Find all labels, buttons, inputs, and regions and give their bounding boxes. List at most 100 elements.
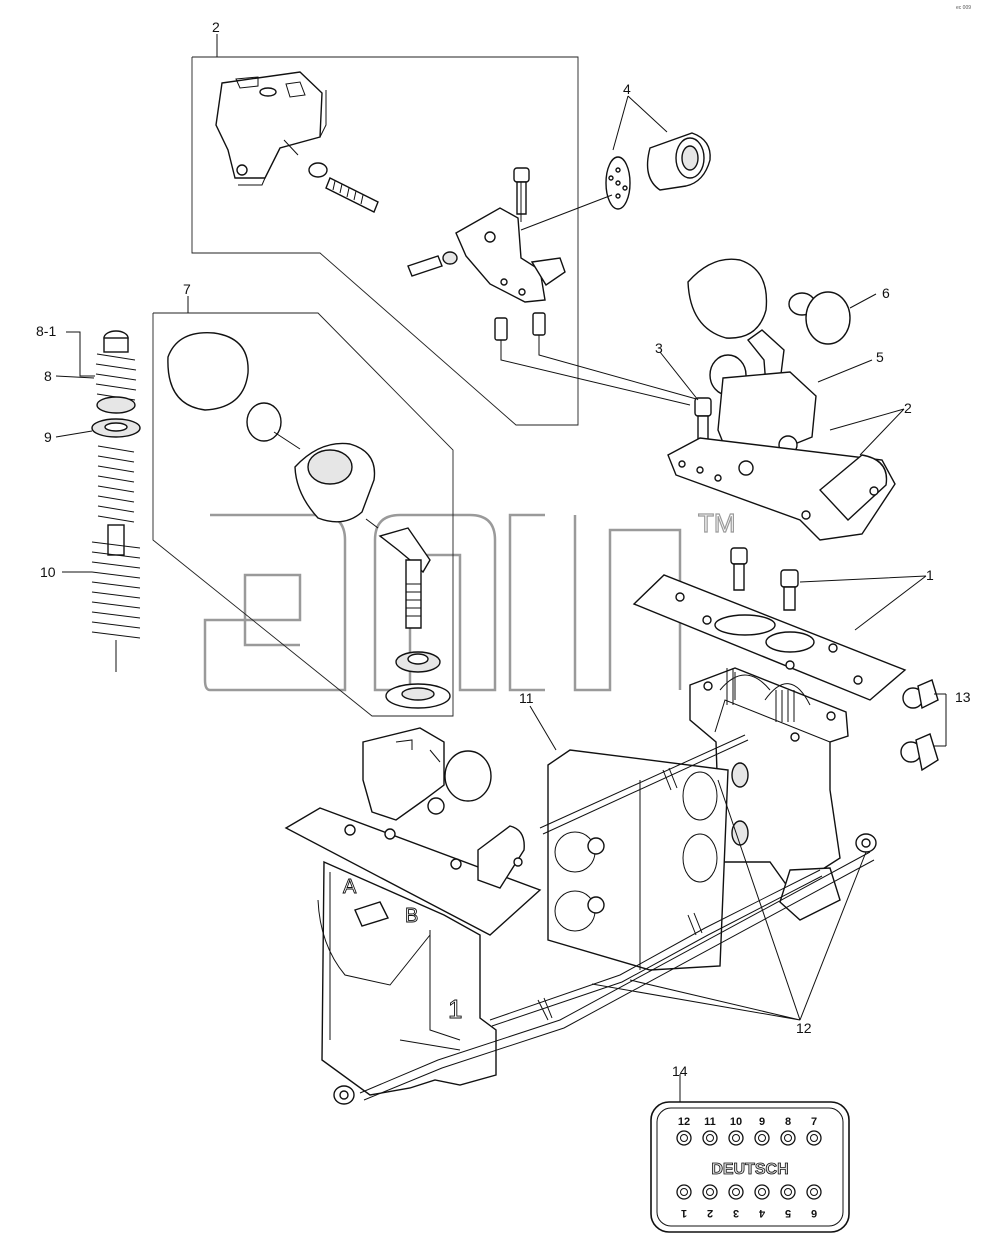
callout-1: 1	[926, 567, 934, 583]
plate-part-11	[547, 749, 729, 971]
callout-2-top: 2	[212, 19, 220, 35]
callout-10: 10	[40, 564, 56, 580]
assembly-guides	[500, 182, 701, 406]
pin-bottom-socket-2	[702, 1184, 718, 1200]
callout-8-1: 8-1	[36, 323, 56, 339]
pin-bottom-socket-core-4	[758, 1188, 766, 1196]
callout-11: 11	[519, 690, 534, 706]
pin-bottom-socket-core-3	[732, 1188, 740, 1196]
pin-top-label-9: 9	[759, 1116, 765, 1128]
leader-lines	[55, 34, 947, 1102]
pin-bottom-socket-5	[780, 1184, 796, 1200]
valve-markings: A B 1	[343, 876, 463, 1025]
pins-pair	[494, 312, 546, 341]
pin-top-socket-core-11	[706, 1134, 714, 1142]
plug-part-13	[900, 679, 939, 772]
pin-top-socket-core-12	[680, 1134, 688, 1142]
cap-part-7	[167, 332, 249, 411]
pin-top-socket-8	[780, 1130, 796, 1146]
callout-5: 5	[876, 349, 884, 365]
connector-brand-label: DEUTSCH	[711, 1161, 788, 1178]
pin-bottom-label-1: 1	[681, 1207, 687, 1219]
base-plate-left	[284, 807, 542, 936]
callout-9: 9	[44, 429, 52, 445]
pin-top-label-11: 11	[704, 1116, 716, 1128]
pin-top-label-8: 8	[785, 1116, 791, 1128]
screw-part-1b	[780, 569, 799, 611]
o-rings	[554, 771, 718, 932]
washer-7	[385, 683, 451, 709]
watermark-logo: TM	[203, 507, 736, 692]
valve-housing-left	[362, 727, 492, 821]
callout-2-right: 2	[904, 400, 912, 416]
pin-bottom-socket-core-6	[810, 1188, 818, 1196]
callout-7: 7	[183, 281, 191, 297]
spring-assembly-8-10	[91, 330, 141, 672]
callout-3: 3	[655, 340, 663, 356]
housing-part-5	[709, 354, 817, 461]
corner-code: ec 009	[956, 5, 971, 11]
section-number-mark: 1	[448, 994, 462, 1024]
pin-bottom-socket-core-5	[784, 1188, 792, 1196]
tie-rods	[359, 734, 875, 1101]
connector-top-pins: 12 11 10 9 8 7	[676, 1116, 822, 1146]
pin-top-socket-core-7	[810, 1134, 818, 1142]
pin-top-socket-10	[728, 1130, 744, 1146]
pin-bottom-label-3: 3	[733, 1207, 739, 1219]
housing-bracket-top	[215, 71, 327, 186]
pin-bottom-label-6: 6	[811, 1207, 817, 1219]
axis-line	[520, 194, 613, 231]
nut-left	[333, 1085, 355, 1105]
pin-bottom-socket-core-1	[680, 1188, 688, 1196]
group-outline-2	[191, 56, 579, 426]
callout-12: 12	[796, 1020, 812, 1036]
pin-bottom-socket-4	[754, 1184, 770, 1200]
knob-body-7	[294, 442, 376, 523]
pin-top-socket-core-8	[784, 1134, 792, 1142]
pin-bottom-socket-3	[728, 1184, 744, 1200]
pin-top-socket-7	[806, 1130, 822, 1146]
connector-bottom-pins: 1 2 3 4 5 6	[676, 1184, 822, 1219]
lever-shaft-7	[365, 518, 431, 629]
top-plate-part-1	[632, 574, 907, 701]
screw-part-1a	[730, 547, 748, 591]
pin-top-label-12: 12	[678, 1116, 690, 1128]
callout-8: 8	[44, 368, 52, 384]
valve-body-left	[317, 860, 497, 1096]
valve-body-right	[689, 667, 849, 921]
callout-6: 6	[882, 285, 890, 301]
joystick-knob-right	[687, 258, 785, 387]
callout-13: 13	[955, 689, 971, 705]
base-plate-right	[667, 437, 896, 541]
collar-part-4	[646, 132, 711, 191]
pin-top-socket-9	[754, 1130, 770, 1146]
bolt-horizontal	[407, 251, 458, 277]
lever-knob-small	[246, 402, 301, 450]
callout-14: 14	[672, 1063, 688, 1079]
pin-top-label-7: 7	[811, 1116, 817, 1128]
leader-2a-line	[283, 139, 299, 156]
callout-4: 4	[623, 81, 631, 97]
port-a-mark: A	[343, 876, 357, 898]
nut-right	[855, 833, 877, 853]
pin-bottom-socket-1	[676, 1184, 692, 1200]
disc-part-4	[605, 156, 631, 210]
pin-bottom-label-2: 2	[707, 1207, 713, 1219]
watermark-trademark: TM	[698, 508, 736, 538]
pin-top-label-10: 10	[730, 1116, 742, 1128]
pin-top-socket-12	[676, 1130, 692, 1146]
port-b-mark: B	[405, 905, 418, 927]
pin-top-socket-11	[702, 1130, 718, 1146]
bolt-set-screw	[308, 162, 379, 213]
pin-bottom-socket-6	[806, 1184, 822, 1200]
pin-bottom-label-4: 4	[758, 1207, 765, 1219]
pin-bottom-label-5: 5	[785, 1207, 791, 1219]
cap-part-6	[788, 291, 851, 345]
pin-bottom-socket-core-2	[706, 1188, 714, 1196]
nut-7	[395, 651, 441, 673]
bracket-part-4	[455, 207, 566, 303]
pin-top-socket-core-10	[732, 1134, 740, 1142]
group-outline-7	[152, 312, 454, 717]
